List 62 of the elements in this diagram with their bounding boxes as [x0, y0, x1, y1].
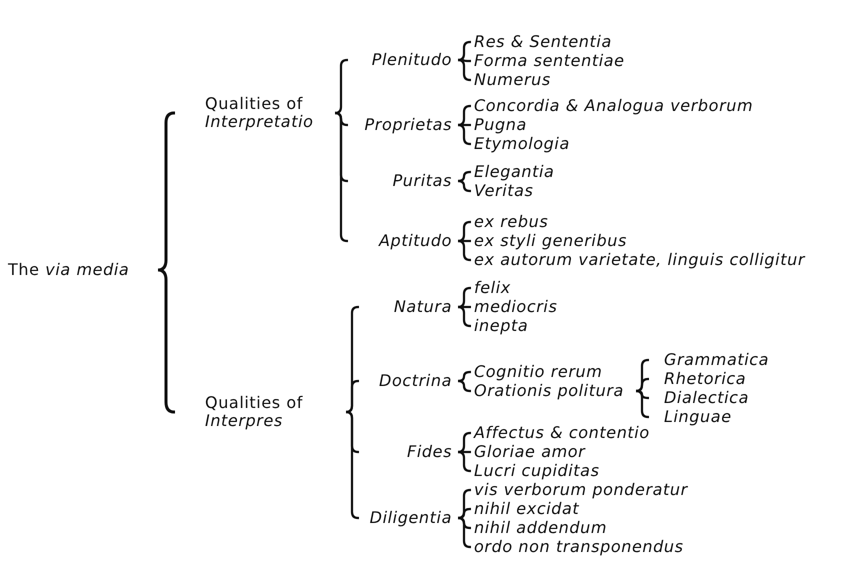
item-label: Cognitio rerum: [471, 363, 602, 381]
item-label: Lucri cupiditas: [471, 462, 600, 480]
item-label: Dialectica: [649, 389, 749, 407]
curly-brace: [156, 268, 176, 414]
category-label: Fides: [359, 443, 458, 461]
item-label: ex autorum varietate, linguis colligitur: [471, 251, 806, 269]
group-label: Qualities of Interpretatio: [175, 95, 335, 131]
curly-brace: [344, 380, 360, 414]
item-label: Rhetorica: [649, 370, 746, 388]
item-label: ordo non transponendus: [471, 538, 684, 556]
curly-brace: [456, 58, 472, 82]
item-label: nihil addendum: [471, 519, 608, 537]
item-label: Concordia & Analogua verborum: [471, 97, 754, 115]
curly-brace: [456, 220, 472, 242]
curly-brace: [456, 124, 472, 146]
item-label: Veritas: [471, 182, 534, 200]
curly-brace: [634, 378, 650, 392]
item-label: mediocris: [471, 298, 558, 316]
curly-brace: [456, 306, 472, 328]
curly-brace: [456, 508, 472, 520]
curly-brace: [456, 286, 472, 308]
item-label: Linguae: [649, 408, 732, 426]
curly-brace: [456, 488, 472, 520]
curly-brace: [334, 112, 348, 242]
item-label: Orationis politura: [471, 382, 636, 400]
item-label: vis verborum ponderatur: [471, 481, 688, 499]
item-label: ex styli generibus: [471, 232, 627, 250]
category-label: Aptitudo: [348, 232, 458, 250]
item-label: Elegantia: [471, 163, 554, 181]
curly-brace: [456, 240, 472, 262]
category-label: Diligentia: [359, 509, 458, 527]
curly-brace: [456, 432, 472, 454]
curly-brace: [456, 170, 472, 182]
category-label: Doctrina: [359, 372, 458, 390]
curly-brace: [456, 40, 472, 62]
item-label: Affectus & contentio: [471, 424, 650, 442]
root-label: The via media: [8, 261, 158, 279]
item-label: ex rebus: [471, 213, 548, 231]
item-label: Numerus: [471, 71, 551, 89]
category-label: Plenitudo: [348, 51, 458, 69]
curly-brace: [456, 104, 472, 126]
category-label: Proprietas: [348, 116, 458, 134]
item-label: Pugna: [471, 116, 527, 134]
item-label: Grammatica: [649, 351, 770, 369]
curly-brace: [456, 516, 472, 548]
curly-brace: [456, 370, 472, 382]
curly-brace: [456, 380, 472, 392]
curly-brace: [334, 58, 348, 114]
item-label: nihil excidat: [471, 500, 580, 518]
item-label: Res & Sententia: [471, 33, 612, 51]
item-label: felix: [471, 279, 511, 297]
group-label: Qualities of Interpres: [175, 394, 346, 430]
curly-brace: [344, 410, 360, 520]
item-label: Gloriae amor: [471, 443, 586, 461]
item-label: Forma sententiae: [471, 52, 625, 70]
curly-brace: [634, 390, 650, 418]
item-label: inepta: [471, 317, 528, 335]
category-label: Natura: [359, 298, 458, 316]
curly-brace: [456, 180, 472, 192]
item-label: Etymologia: [471, 135, 570, 153]
curly-brace: [456, 450, 472, 472]
category-label: Puritas: [348, 172, 458, 190]
